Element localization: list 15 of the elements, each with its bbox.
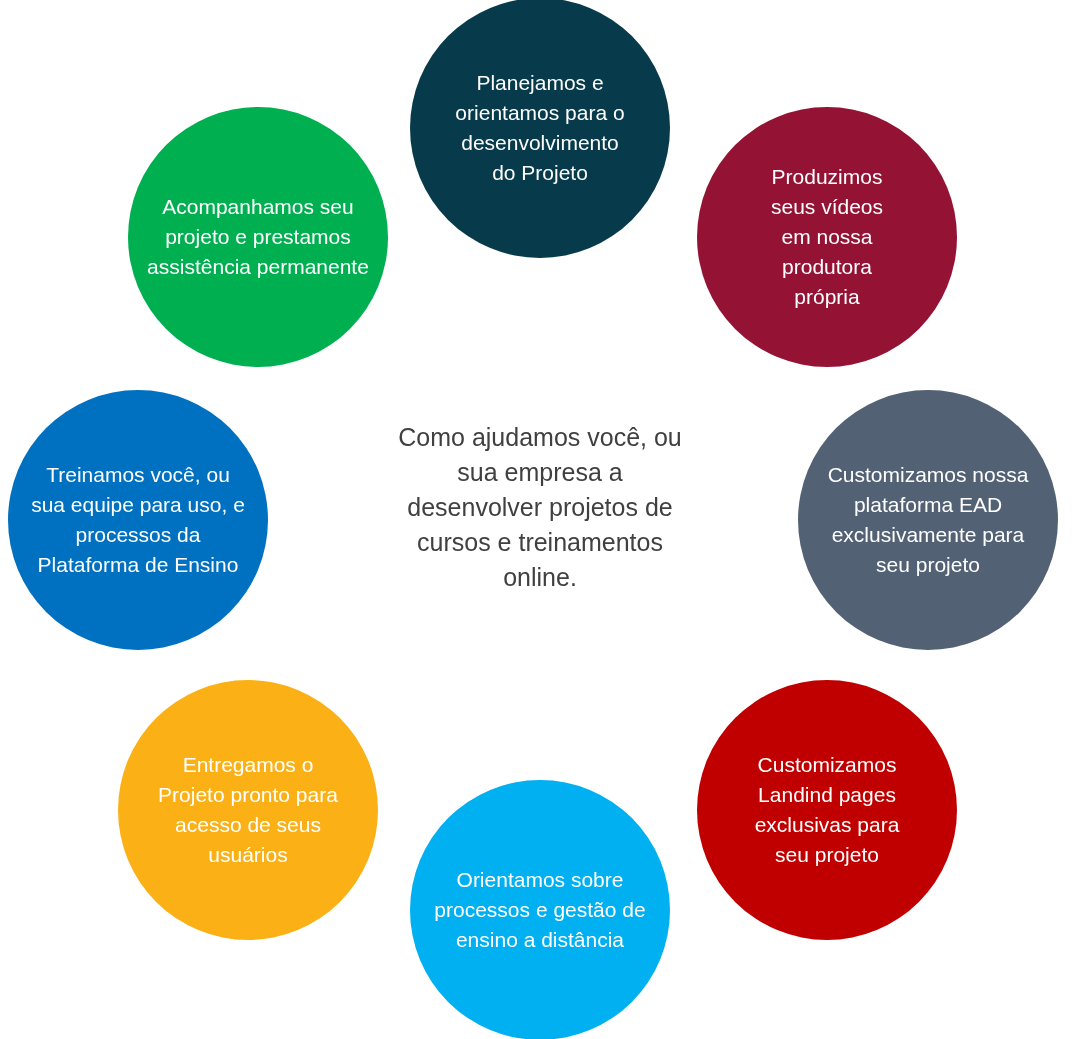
step-text: Customizamos nossa plataforma EAD exclusivamente para seu projeto [826, 462, 1030, 578]
step-circle [697, 680, 957, 940]
step-text: Orientamos sobre processos e gestão de ensino a distância [433, 867, 647, 953]
step-text: Planejamos e orientamos para o desenvolvimento do Projeto [455, 70, 625, 186]
step-text: Produzimos seus vídeos em nossa produtora própria [769, 164, 885, 310]
step-circle [118, 680, 378, 940]
step-text: Acompanhamos seu projeto e prestamos assistência permanente [146, 194, 370, 280]
step-text: Treinamos você, ou sua equipe para uso, e processos da Plataforma de Ensino [30, 462, 246, 578]
step-circle [128, 107, 388, 367]
step-text: Customizamos Landind pages exclusivas para seu projeto [753, 752, 901, 868]
step-circle [697, 107, 957, 367]
step-circle [8, 390, 268, 650]
center-text: Como ajudamos você, ou sua empresa a desenvolver projetos de cursos e treinamentos online. [397, 422, 683, 593]
step-text: Entregamos o Projeto pronto para acesso de seus usuários [158, 752, 338, 868]
step-circle [798, 390, 1058, 650]
